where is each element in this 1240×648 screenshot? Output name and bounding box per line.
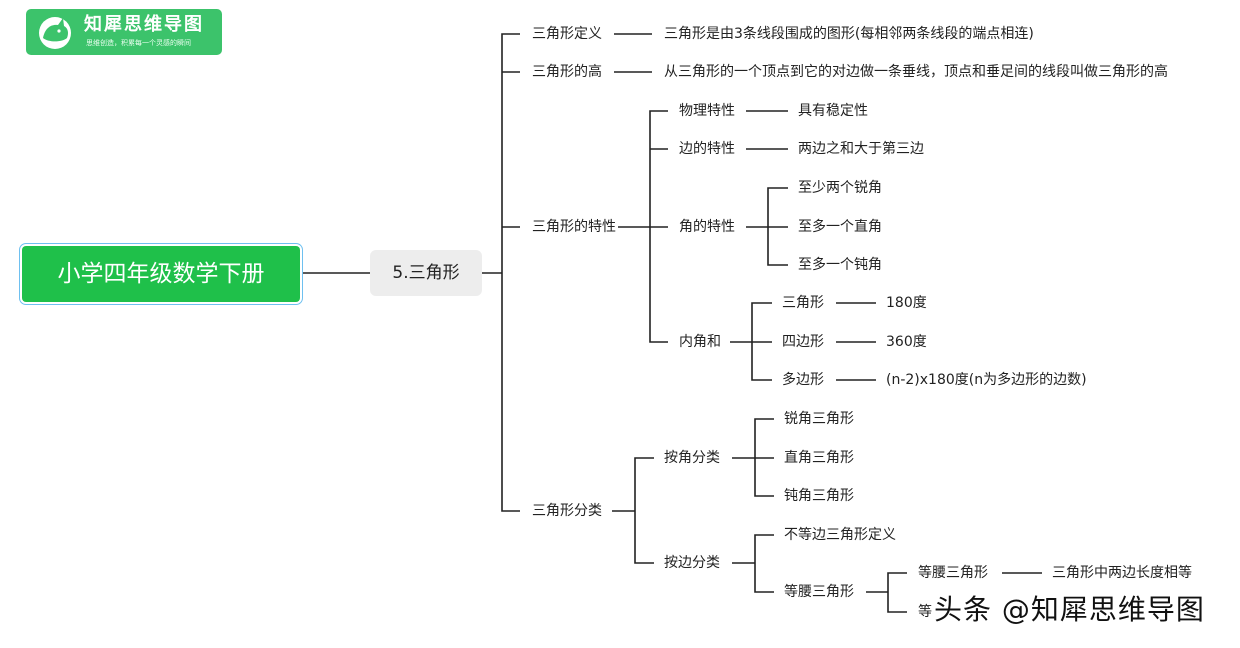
node-isosceles[interactable]: 等腰三角形 — [784, 584, 854, 600]
trunk-level1 — [501, 33, 520, 512]
node-scalene[interactable]: 不等边三角形定义 — [784, 527, 896, 543]
node-interior-row-label[interactable]: 四边形 — [782, 334, 824, 350]
node-physical[interactable]: 物理特性 — [679, 103, 735, 119]
trunk-by-side — [754, 534, 774, 593]
node-height-text[interactable]: 从三角形的一个顶点到它的对边做一条垂线，顶点和垂足间的线段叫做三角形的高 — [664, 64, 1168, 80]
node-properties[interactable]: 三角形的特性 — [532, 219, 616, 235]
node-isosceles-partial[interactable]: 等 — [918, 604, 932, 620]
node-isosceles-sub[interactable]: 等腰三角形 — [918, 565, 988, 581]
node-interior-row-label[interactable]: 多边形 — [782, 372, 824, 388]
node-classification[interactable]: 三角形分类 — [532, 503, 602, 519]
node-angle-item[interactable]: 至少两个锐角 — [798, 180, 882, 196]
node-angle-item[interactable]: 至多一个钝角 — [798, 257, 882, 273]
node-interior-row-value[interactable]: 180度 — [886, 295, 927, 311]
node-definition-text[interactable]: 三角形是由3条线段围成的图形(每相邻两条线段的端点相连) — [664, 26, 1034, 42]
rhino-logo-icon — [39, 17, 71, 49]
node-definition[interactable]: 三角形定义 — [532, 26, 602, 42]
main-topic-node[interactable]: 5.三角形 — [370, 250, 482, 296]
node-angles[interactable]: 角的特性 — [679, 219, 735, 235]
node-height[interactable]: 三角形的高 — [532, 64, 602, 80]
node-interior-row-value[interactable]: (n-2)x180度(n为多边形的边数) — [886, 372, 1087, 388]
trunk-classification — [634, 457, 654, 564]
node-interior-sum[interactable]: 内角和 — [679, 334, 721, 350]
node-angle-item[interactable]: 至多一个直角 — [798, 219, 882, 235]
node-physical-text[interactable]: 具有稳定性 — [798, 103, 868, 119]
node-by-angle[interactable]: 按角分类 — [664, 450, 720, 466]
trunk-isosceles — [887, 572, 907, 613]
logo-subtitle: 思维创造，积累每一个灵感的瞬间 — [86, 39, 191, 47]
node-isosceles-sub-text[interactable]: 三角形中两边长度相等 — [1052, 565, 1192, 581]
node-by-angle-item[interactable]: 锐角三角形 — [784, 411, 854, 427]
node-by-angle-item[interactable]: 钝角三角形 — [784, 488, 854, 504]
root-node[interactable]: 小学四年级数学下册 — [22, 246, 300, 302]
node-sides[interactable]: 边的特性 — [679, 141, 735, 157]
node-sides-text[interactable]: 两边之和大于第三边 — [798, 141, 924, 157]
node-interior-row-label[interactable]: 三角形 — [782, 295, 824, 311]
watermark: 头条 @知犀思维导图 — [934, 593, 1205, 626]
logo-title: 知犀思维导图 — [84, 14, 204, 35]
brand-logo: 知犀思维导图 思维创造，积累每一个灵感的瞬间 — [26, 9, 222, 55]
node-interior-row-value[interactable]: 360度 — [886, 334, 927, 350]
node-by-side[interactable]: 按边分类 — [664, 555, 720, 571]
node-by-angle-item[interactable]: 直角三角形 — [784, 450, 854, 466]
